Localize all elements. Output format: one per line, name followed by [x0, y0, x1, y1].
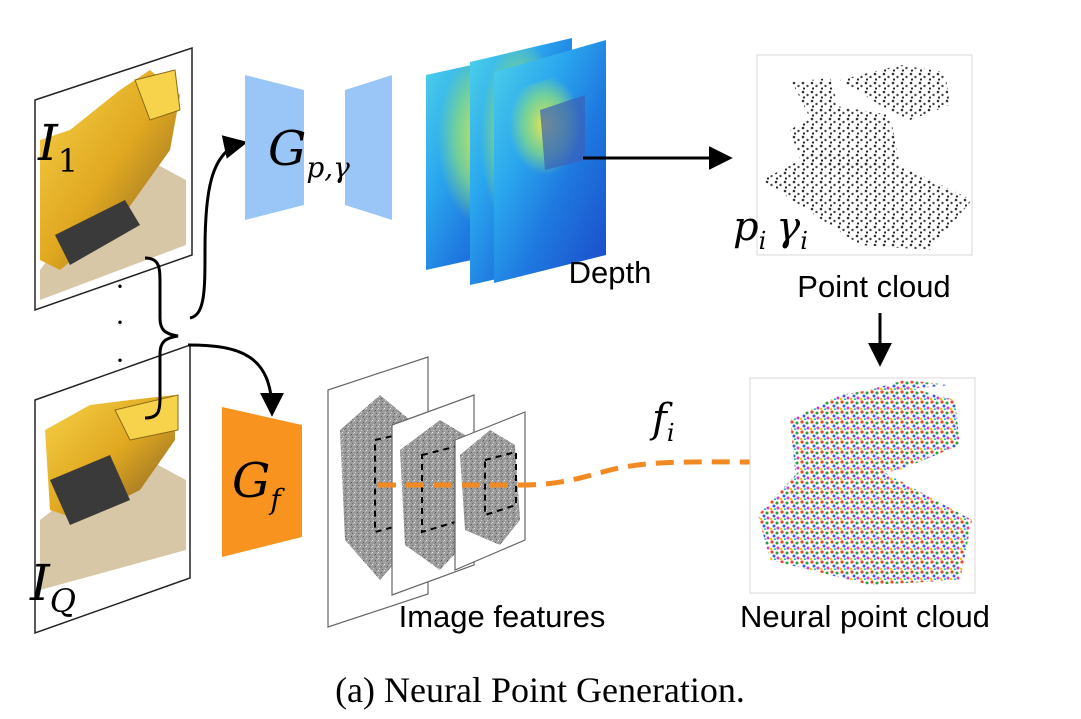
neural-point-cloud-image — [749, 377, 976, 594]
label-gf: Gf — [232, 453, 285, 516]
ellipsis-dots: · · · — [115, 270, 125, 377]
lego-baseplate-iq — [40, 450, 186, 590]
input-image-iq — [34, 343, 191, 635]
neural-point-cloud-base — [758, 470, 972, 585]
point-cloud-image — [756, 54, 973, 256]
arrow-to-gp-encoder — [189, 135, 248, 320]
label-i1: I1 — [37, 114, 78, 180]
gf-encoder-shape — [222, 407, 302, 557]
label-gp-gamma: Gp,γ — [268, 121, 350, 184]
svg-text:·: · — [115, 306, 125, 339]
input-image-i1 — [34, 46, 193, 312]
feature-crop-box-2 — [421, 443, 463, 534]
image-features — [327, 356, 526, 628]
svg-text:·: · — [115, 270, 125, 303]
depth-maps — [426, 38, 606, 285]
feature-map-3 — [454, 411, 526, 571]
gp-encoder-shape — [245, 75, 304, 220]
gf-network: Gf — [222, 407, 302, 557]
curly-brace — [144, 256, 179, 420]
feature-map-2 — [391, 394, 475, 596]
feature-aggregation-arrow — [378, 459, 845, 488]
point-cloud-base — [762, 150, 972, 250]
label-point-cloud: Point cloud — [797, 269, 950, 304]
arrow-to-gf-encoder — [187, 343, 284, 417]
figure-caption: (a) Neural Point Generation. — [335, 670, 745, 710]
label-image-features: Image features — [399, 599, 606, 634]
label-fi: fi — [649, 396, 675, 447]
gp-decoder-shape — [345, 75, 392, 220]
svg-text:·: · — [115, 344, 125, 377]
gp-gamma-network: Gp,γ — [245, 75, 392, 220]
label-iq: IQ — [29, 554, 76, 620]
label-neural-point-cloud: Neural point cloud — [740, 599, 990, 634]
label-depth: Depth — [569, 255, 652, 290]
feature-crop-box-3 — [484, 450, 517, 517]
lego-excavator-i1 — [40, 70, 180, 270]
